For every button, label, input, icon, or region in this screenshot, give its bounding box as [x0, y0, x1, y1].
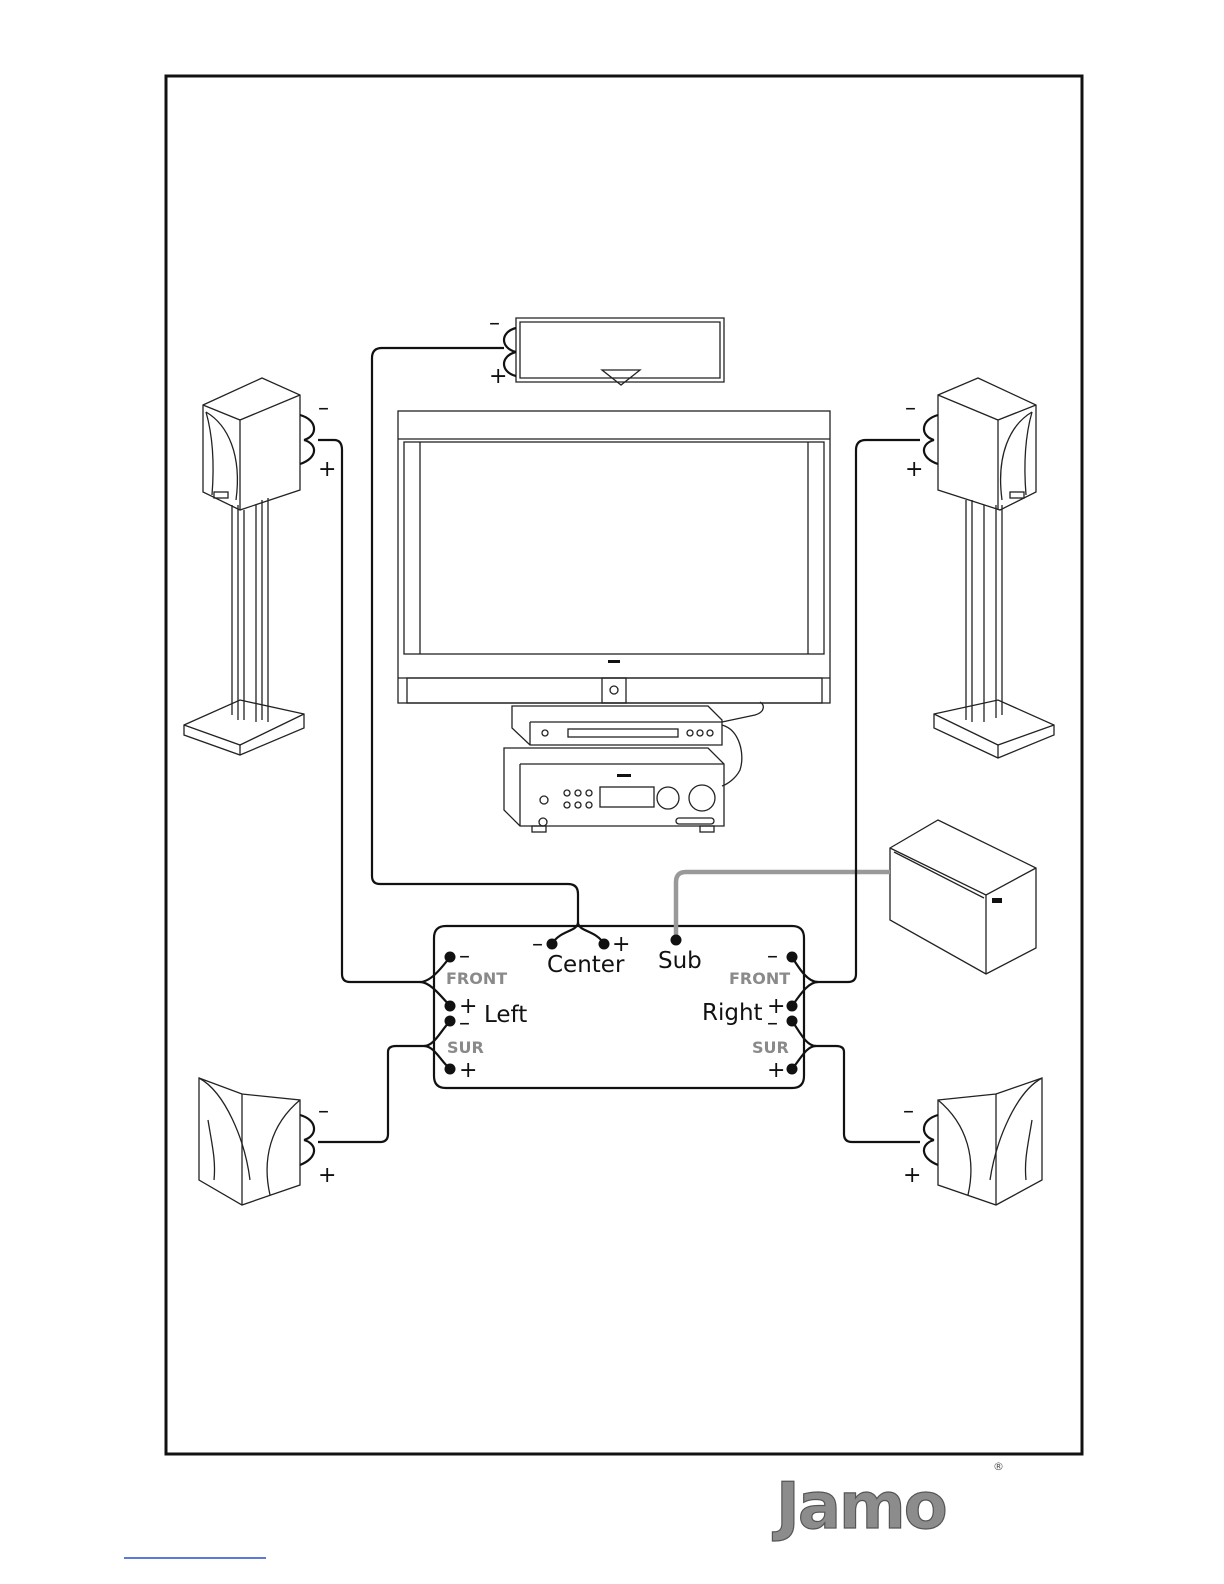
front-left-terminal-minus: – [459, 944, 470, 969]
svg-text:®: ® [993, 1460, 1004, 1473]
front-left-plus: + [318, 457, 336, 482]
center-speaker-plus: + [489, 364, 507, 389]
front-right-plus: + [905, 457, 923, 482]
surround-right-plus: + [903, 1163, 921, 1188]
left-terminal-label: Left [484, 1002, 527, 1028]
center-speaker-minus: – [489, 311, 500, 336]
surround-left-minus: – [318, 1099, 329, 1124]
tv [398, 411, 830, 703]
center-terminal-minus: – [532, 932, 543, 957]
dvd-player [512, 702, 763, 786]
surround-left-terminal-minus: – [459, 1011, 470, 1036]
center-terminal-label: Center [547, 952, 625, 978]
jamo-logo: Jamo ® [772, 1460, 1004, 1544]
surround-left-terminal-plus: + [459, 1058, 477, 1083]
surround-right-section-label: SUR [752, 1038, 789, 1057]
front-left-stand [184, 498, 304, 755]
front-left-cable [318, 440, 420, 982]
right-terminal-label: Right [702, 1000, 763, 1026]
front-right-speaker [924, 378, 1036, 510]
front-right-stand [934, 500, 1054, 758]
front-right-terminal-minus: – [767, 944, 778, 969]
diagram-frame [166, 76, 1082, 1454]
sub-terminal-label: Sub [658, 948, 702, 974]
front-left-speaker [203, 378, 314, 510]
subwoofer [890, 820, 1036, 974]
surround-left-cable [318, 1046, 424, 1142]
surround-left-plus: + [318, 1163, 336, 1188]
svg-text:Jamo: Jamo [772, 1470, 946, 1544]
center-cable [372, 348, 578, 922]
front-right-minus: – [905, 396, 916, 421]
surround-right-speaker [924, 1078, 1042, 1205]
front-right-section-label: FRONT [729, 969, 790, 988]
surround-right-minus: – [903, 1099, 914, 1124]
surround-right-cable [816, 1046, 920, 1142]
sub-cable [676, 872, 890, 940]
surround-left-section-label: SUR [447, 1038, 484, 1057]
front-right-cable [818, 440, 920, 982]
av-receiver [504, 748, 724, 832]
surround-right-terminal-minus: – [767, 1011, 778, 1036]
front-left-minus: – [318, 396, 329, 421]
front-left-section-label: FRONT [446, 969, 507, 988]
surround-left-speaker [199, 1078, 314, 1205]
surround-right-terminal-plus: + [767, 1058, 785, 1083]
center-speaker [504, 318, 724, 385]
